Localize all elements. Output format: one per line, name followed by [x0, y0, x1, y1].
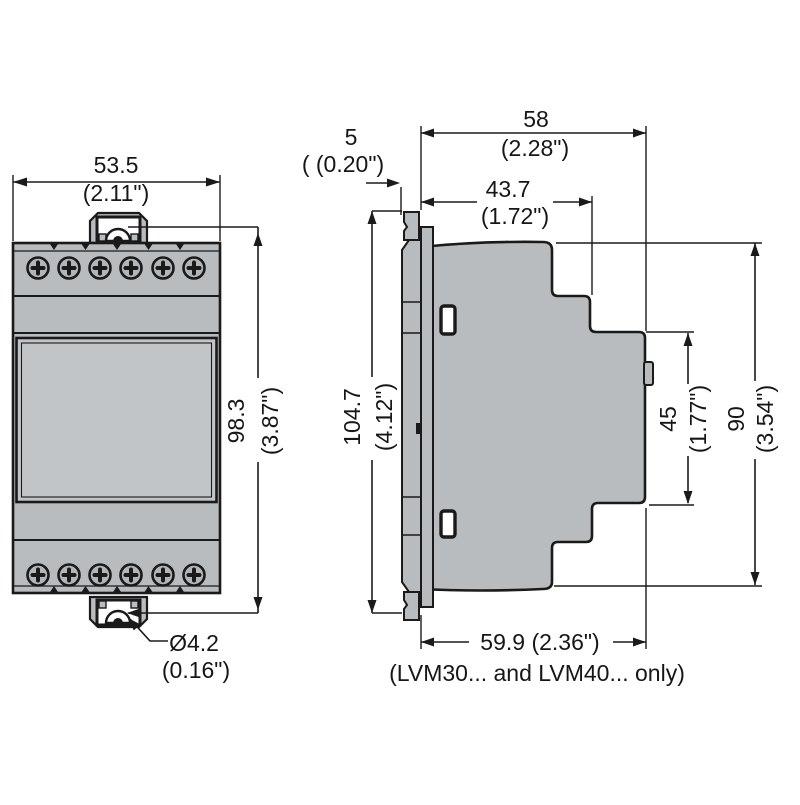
side-top-clip-tab — [403, 211, 420, 241]
dimension-lines — [12, 126, 762, 649]
dim-body-height — [554, 242, 762, 587]
top-clip-hole — [104, 227, 132, 243]
terminal-screws-top — [26, 256, 206, 280]
label-hole-mm: Ø4.2 — [169, 630, 219, 656]
lower-slot — [439, 509, 457, 539]
label-upper-depth-mm: 43.7 — [486, 176, 531, 202]
screw — [88, 563, 112, 587]
label-lip-mm: 5 — [345, 124, 358, 150]
dim-depth — [420, 126, 647, 331]
caption: (LVM30... and LVM40... only) — [389, 660, 685, 686]
front-panel — [15, 336, 218, 504]
screw — [88, 256, 112, 280]
label-front-height-mm: 98.3 — [223, 399, 249, 444]
label-depth-inch: (2.28") — [501, 135, 569, 161]
dim-bottom-depth — [420, 508, 647, 649]
side-bottom-clip-tab — [403, 591, 420, 621]
label-hole-inch: (0.16") — [162, 657, 230, 683]
label-body-height-inch: (3.54") — [752, 385, 778, 453]
terminal-screws-bottom — [26, 563, 206, 587]
label-lip-inch: ( (0.20") — [302, 151, 384, 177]
top-edge-notches — [50, 244, 184, 250]
front-top-din-clip — [88, 211, 149, 245]
dim-front-height — [127, 226, 263, 618]
screw — [57, 256, 81, 280]
label-front-height-inch: (3.87") — [257, 387, 283, 455]
dimension-labels: 53.5 (2.11") 98.3 (3.87") Ø4.2 (0.16") 5… — [83, 106, 778, 686]
screw — [151, 256, 175, 280]
dim-upper-depth — [421, 196, 593, 295]
rear-tab — [643, 361, 654, 386]
label-front-width-inch: (2.11") — [83, 180, 150, 206]
upper-slot — [439, 304, 457, 336]
label-rear-height-mm: 45 — [655, 406, 681, 432]
label-rear-height-inch: (1.77") — [685, 385, 711, 453]
label-total-height-mm: 104.7 — [339, 388, 365, 446]
screw — [119, 256, 143, 280]
dim-total-height — [367, 210, 402, 614]
side-front-section — [420, 226, 434, 608]
side-body — [419, 240, 647, 592]
side-view — [401, 211, 654, 621]
label-front-width-mm: 53.5 — [94, 152, 139, 178]
label-body-height-mm: 90 — [723, 406, 749, 432]
side-front-flange — [401, 211, 422, 621]
bottom-edge-notches — [50, 586, 184, 592]
dim-hole-leader — [128, 618, 168, 642]
label-depth-mm: 58 — [523, 106, 549, 132]
dim-lip — [366, 178, 402, 215]
dim-front-width — [12, 175, 221, 241]
screw — [182, 256, 206, 280]
dim-rear-height — [646, 331, 694, 506]
label-bottom-depth: 59.9 (2.36") — [480, 629, 599, 655]
label-total-height-inch: (4.12") — [371, 383, 397, 451]
label-upper-depth-inch: (1.72") — [481, 203, 549, 229]
screw — [119, 563, 143, 587]
screw — [26, 563, 50, 587]
screw — [151, 563, 175, 587]
screw — [182, 563, 206, 587]
screw — [57, 563, 81, 587]
front-view — [11, 211, 222, 629]
screw — [26, 256, 50, 280]
